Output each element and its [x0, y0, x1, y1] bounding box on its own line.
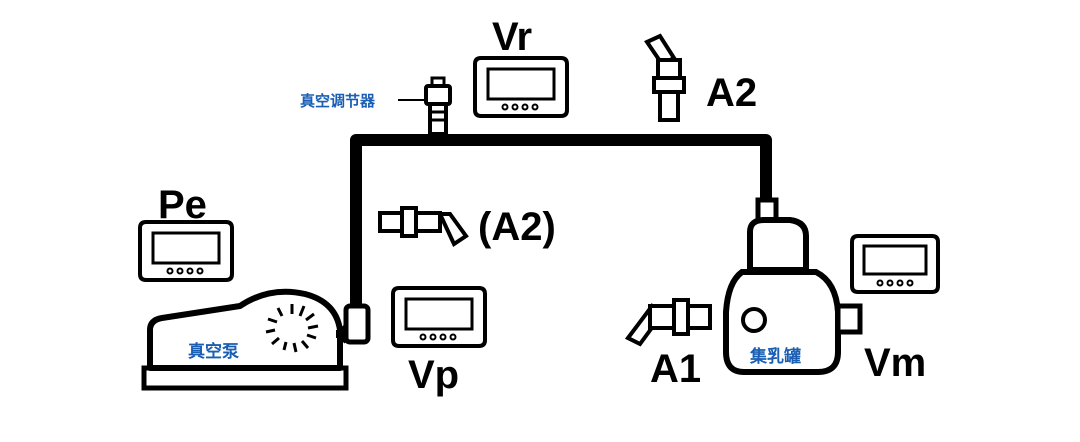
- receiver-vessel: [723, 197, 863, 375]
- gauge-vp: [391, 286, 487, 348]
- receiver-label: 集乳罐: [749, 346, 801, 367]
- gauge-pe: [138, 220, 234, 282]
- gauge-vm: [850, 234, 940, 294]
- sensor-a2-top: [644, 33, 686, 122]
- a2-top-label: A2: [706, 71, 757, 115]
- vr-label: Vr: [492, 15, 532, 59]
- sensor-a1: [624, 298, 712, 347]
- pe-label: Pe: [158, 183, 207, 227]
- receiver-sight-glass: [741, 307, 767, 333]
- pump-label: 真空泵: [188, 341, 239, 362]
- gauge-vr: [473, 56, 569, 118]
- sensor-a2-side: [378, 206, 469, 247]
- vp-label: Vp: [408, 353, 459, 397]
- vacuum-pump: [141, 288, 371, 391]
- a1-label: A1: [650, 347, 701, 391]
- vacuum-regulator: [424, 76, 452, 136]
- a2-paren-label: (A2): [478, 205, 556, 249]
- regulator-label: 真空调节器: [300, 92, 376, 110]
- pump-fan-icon: [265, 304, 319, 353]
- vm-label: Vm: [864, 341, 926, 385]
